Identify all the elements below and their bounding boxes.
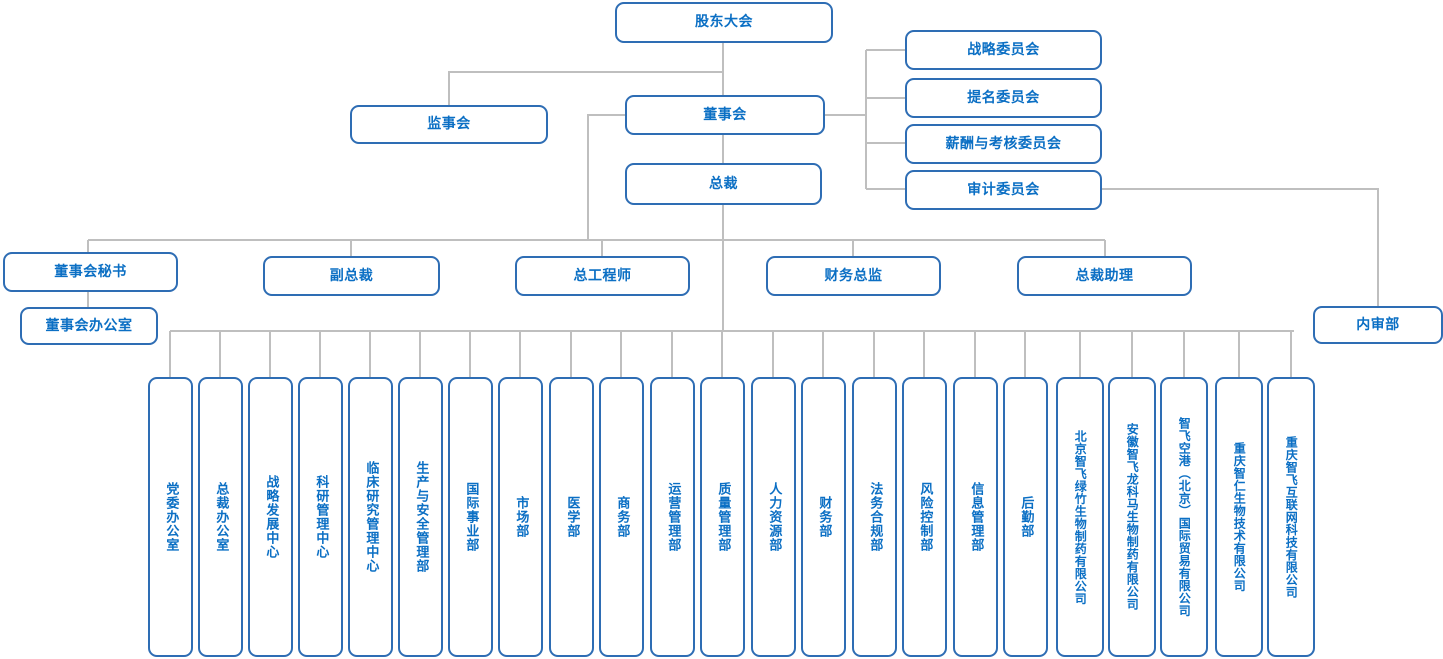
department-label: 生产与安全管理部	[413, 461, 429, 573]
department-box[interactable]: 党委办公室	[148, 377, 193, 657]
department-label: 科研管理中心	[313, 475, 329, 559]
department-box[interactable]: 财务部	[801, 377, 846, 657]
department-label: 运营管理部	[665, 482, 681, 552]
department-box[interactable]: 风险控制部	[902, 377, 947, 657]
node-label: 副总裁	[329, 267, 374, 284]
department-box[interactable]: 运营管理部	[650, 377, 695, 657]
department-label: 智飞空港（北京）国际贸易有限公司	[1177, 417, 1192, 617]
department-box[interactable]: 法务合规部	[852, 377, 897, 657]
department-label: 北京智飞绿竹生物制药有限公司	[1073, 429, 1088, 605]
department-label: 重庆智仁生物技术有限公司	[1232, 442, 1247, 592]
department-box[interactable]: 商务部	[599, 377, 644, 657]
node-label: 监事会	[427, 116, 471, 133]
department-box[interactable]: 科研管理中心	[298, 377, 343, 657]
department-label: 商务部	[614, 496, 630, 538]
node-label: 战略委员会	[967, 41, 1040, 58]
node-label: 总工程师	[573, 267, 632, 284]
department-label: 国际事业部	[463, 482, 479, 552]
department-label: 法务合规部	[867, 482, 883, 552]
node-strategy-committee[interactable]: 战略委员会	[905, 30, 1102, 70]
department-box[interactable]: 市场部	[498, 377, 543, 657]
node-board-of-directors[interactable]: 董事会	[625, 95, 825, 135]
department-box[interactable]: 总裁办公室	[198, 377, 243, 657]
department-label: 党委办公室	[163, 482, 179, 552]
node-label: 股东大会	[695, 14, 753, 31]
department-label: 财务部	[816, 496, 832, 538]
node-label: 总裁助理	[1075, 267, 1134, 284]
department-label: 人力资源部	[766, 482, 782, 552]
department-box[interactable]: 北京智飞绿竹生物制药有限公司	[1056, 377, 1104, 657]
department-box[interactable]: 临床研究管理中心	[348, 377, 393, 657]
department-box[interactable]: 战略发展中心	[248, 377, 293, 657]
department-label: 重庆智飞互联网科技有限公司	[1284, 435, 1299, 599]
node-internal-audit[interactable]: 内审部	[1313, 306, 1443, 344]
node-shareholders-meeting[interactable]: 股东大会	[615, 2, 833, 43]
node-label: 提名委员会	[967, 89, 1040, 106]
department-box[interactable]: 生产与安全管理部	[398, 377, 443, 657]
node-nomination-committee[interactable]: 提名委员会	[905, 78, 1102, 118]
department-box[interactable]: 医学部	[549, 377, 594, 657]
department-box[interactable]: 人力资源部	[751, 377, 796, 657]
node-label: 董事会	[703, 106, 747, 123]
department-box[interactable]: 信息管理部	[953, 377, 998, 657]
node-label: 薪酬与考核委员会	[945, 135, 1062, 152]
department-box[interactable]: 安徽智飞龙科马生物制药有限公司	[1108, 377, 1156, 657]
department-label: 风险控制部	[917, 482, 933, 552]
node-chief-engineer[interactable]: 总工程师	[515, 256, 690, 296]
department-label: 质量管理部	[715, 482, 731, 552]
node-audit-committee[interactable]: 审计委员会	[905, 170, 1102, 210]
node-vice-president[interactable]: 副总裁	[263, 256, 440, 296]
department-box[interactable]: 重庆智飞互联网科技有限公司	[1267, 377, 1315, 657]
node-label: 审计委员会	[967, 181, 1040, 198]
department-label: 医学部	[564, 496, 580, 538]
node-board-office[interactable]: 董事会办公室	[20, 307, 158, 345]
node-label: 董事会办公室	[45, 317, 133, 334]
department-box[interactable]: 质量管理部	[700, 377, 745, 657]
department-box[interactable]: 国际事业部	[448, 377, 493, 657]
node-label: 内审部	[1356, 316, 1400, 333]
department-box[interactable]: 后勤部	[1003, 377, 1048, 657]
department-label: 市场部	[513, 496, 529, 538]
department-label: 战略发展中心	[263, 475, 279, 559]
department-label: 信息管理部	[968, 482, 984, 552]
department-label: 安徽智飞龙科马生物制药有限公司	[1125, 423, 1140, 611]
department-label: 总裁办公室	[213, 482, 229, 552]
department-box[interactable]: 智飞空港（北京）国际贸易有限公司	[1160, 377, 1208, 657]
node-board-secretary[interactable]: 董事会秘书	[3, 252, 178, 292]
department-label: 临床研究管理中心	[363, 461, 379, 573]
node-supervisory-board[interactable]: 监事会	[350, 105, 548, 144]
node-label: 总裁	[709, 175, 738, 192]
node-cfo[interactable]: 财务总监	[766, 256, 941, 296]
department-label: 后勤部	[1018, 496, 1034, 538]
node-president[interactable]: 总裁	[625, 163, 822, 205]
node-remuneration-committee[interactable]: 薪酬与考核委员会	[905, 124, 1102, 164]
department-box[interactable]: 重庆智仁生物技术有限公司	[1215, 377, 1263, 657]
node-president-assistant[interactable]: 总裁助理	[1017, 256, 1192, 296]
node-label: 董事会秘书	[54, 263, 127, 280]
node-label: 财务总监	[824, 267, 883, 284]
